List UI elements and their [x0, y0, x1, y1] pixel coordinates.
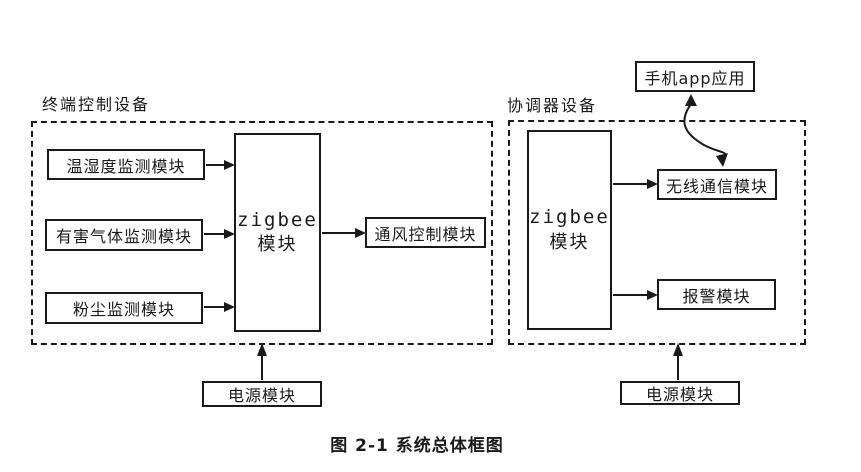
dust-module-box: 粉尘监测模块 [45, 292, 203, 324]
terminal-zigbee-module-box: zigbee 模块 [234, 133, 321, 332]
terminal-zigbee-line1: zigbee [237, 208, 318, 231]
terminal-zigbee-line2: 模块 [257, 234, 298, 256]
phone-app-box: 手机app应用 [635, 61, 755, 92]
coordinator-zigbee-line1: zigbee [529, 206, 610, 229]
temp-humidity-module-box: 温湿度监测模块 [47, 149, 205, 180]
alarm-module-box: 报警模块 [657, 279, 776, 310]
arrow-power-to-coordinator-group [673, 343, 683, 380]
coordinator-group-label: 协调器设备 [507, 96, 598, 115]
arrow-power-to-terminal-group [257, 343, 267, 380]
coordinator-power-module-box: 电源模块 [620, 381, 740, 405]
figure-caption: 图 2-1 系统总体框图 [330, 436, 504, 456]
wireless-comm-module-box: 无线通信模块 [657, 169, 777, 200]
ventilation-control-module-box: 通风控制模块 [365, 217, 486, 248]
terminal-power-module-box: 电源模块 [202, 381, 322, 407]
coordinator-group-boundary [508, 120, 806, 345]
terminal-group-label: 终端控制设备 [42, 95, 151, 114]
harmful-gas-module-box: 有害气体监测模块 [45, 219, 203, 251]
coordinator-zigbee-line2: 模块 [549, 231, 590, 253]
coordinator-zigbee-module-box: zigbee 模块 [527, 130, 612, 330]
